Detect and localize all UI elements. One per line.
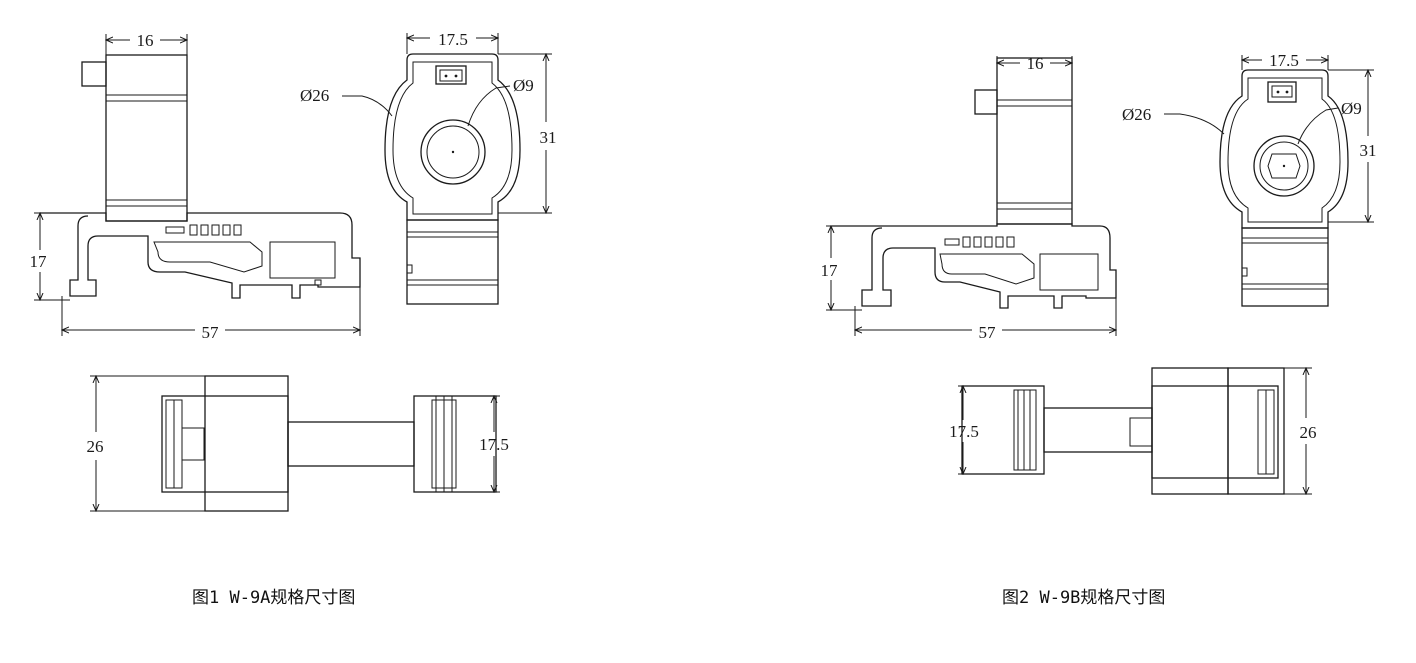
figure-b-caption: 图2 W-9B规格尺寸图: [1002, 588, 1166, 608]
fig-b-dim-top-width: 16: [1027, 54, 1044, 73]
fig-b-side-view: 16 17 57: [821, 54, 1117, 342]
fig-a-dim-base-width: 57: [202, 323, 220, 342]
fig-b-dim-front-width: 17.5: [1269, 51, 1299, 70]
fig-a-dim-front-height: 31: [540, 128, 557, 147]
fig-a-dim-hole-diameter: Ø9: [513, 76, 534, 95]
figure-a: 16 17 57: [30, 30, 557, 511]
figure-a-caption: 图1 W-9A规格尺寸图: [192, 588, 356, 608]
fig-a-dim-front-width: 17.5: [438, 30, 468, 49]
fig-b-dim-rail-height: 17: [821, 261, 839, 280]
fig-b-front-view: 17.5 Ø26 Ø9 31: [1122, 51, 1377, 307]
fig-b-dim-base-width: 57: [979, 323, 997, 342]
fig-b-dim-outer-diameter: Ø26: [1122, 105, 1151, 124]
fig-a-dim-bottom-height: 26: [87, 437, 104, 456]
fig-a-side-view: 16 17 57: [30, 31, 361, 342]
fig-b-dim-front-height: 31: [1360, 141, 1377, 160]
fig-a-front-view: 17.5 Ø26 Ø9 31: [300, 30, 557, 305]
fig-a-dim-rail-height: 17: [30, 252, 48, 271]
fig-b-bottom-view: 17.5 26: [949, 368, 1317, 494]
fig-b-dim-bottom-width: 17.5: [949, 422, 979, 441]
fig-a-dim-bottom-width: 17.5: [479, 435, 509, 454]
fig-a-bottom-view: 26 17.5: [87, 376, 509, 511]
fig-b-dim-hole-diameter: Ø9: [1341, 99, 1362, 118]
fig-a-dim-outer-diameter: Ø26: [300, 86, 329, 105]
fig-a-dim-top-width: 16: [137, 31, 154, 50]
fig-b-dim-bottom-height: 26: [1300, 423, 1317, 442]
figure-b: 16 17 57: [821, 51, 1377, 494]
